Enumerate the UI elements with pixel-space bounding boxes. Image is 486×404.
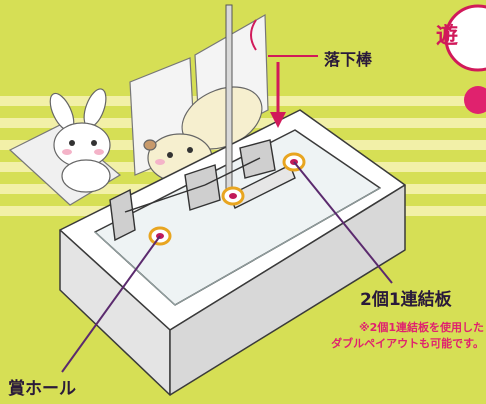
rod-arrow-icon <box>268 55 318 128</box>
prize-hole <box>221 186 245 206</box>
rabbit-plush-icon <box>49 88 111 193</box>
leader-lines <box>61 161 393 373</box>
payout-note: ※2個1連結板を使用した ダブルペイアウトも可能です。 <box>292 320 484 352</box>
payout-note-line-2: ダブルペイアウトも可能です。 <box>331 337 484 350</box>
payout-note-line-1: ※2個1連結板を使用した <box>358 321 484 334</box>
prize-holes <box>148 152 306 246</box>
badge-label: 遊 <box>436 24 459 49</box>
machine-box <box>59 109 406 396</box>
drop-rod-label: 落下棒 <box>324 50 373 69</box>
prize-hole-label: 賞ホール <box>8 379 76 399</box>
badge-icon <box>444 4 486 114</box>
linkage-mechanism <box>109 139 296 242</box>
linked-plate-label: 2個1連結板 <box>360 290 452 310</box>
